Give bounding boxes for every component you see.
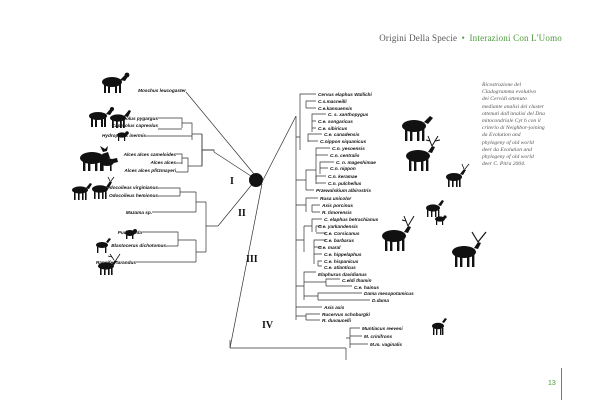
root-node <box>249 173 263 187</box>
taxon-label: C.eldi thamin <box>342 278 372 283</box>
mule-deer-silhouette-icon <box>92 176 115 199</box>
taxon-label: Muntiacus reevesi <box>362 326 403 331</box>
taxon-label: M. crinifrons <box>364 334 393 339</box>
taxon-label: C.e. hispanicus <box>324 259 359 264</box>
taxon-label: R. timorensis <box>322 210 352 215</box>
taxon-label: R. duvaucelli <box>322 318 352 323</box>
left-subtree-edges <box>136 91 255 263</box>
caption-line: phylogeny of old world <box>482 139 534 146</box>
sambar-silhouette-icon <box>426 200 444 217</box>
taxon-label: C.nippon siquanicus <box>320 139 366 144</box>
taxon-label: Moschus leucogaster <box>138 88 187 93</box>
elk-silhouette-icon <box>382 215 415 251</box>
clade-label-1: I <box>230 176 234 187</box>
header-subsection: Interazioni Con L'Uomo <box>469 33 562 43</box>
figure-caption: Ricostruzione del Cladogramma evolutivo … <box>482 82 574 168</box>
caption-line: da Evolution and <box>482 132 521 139</box>
taxon-label: C.n. centralis <box>330 153 360 158</box>
caption-line: ottenuti dall'analisi del Dna <box>482 110 545 117</box>
taxon-label: Rusa unicolor <box>320 196 352 201</box>
roe-deer-silhouette-icon <box>110 110 131 128</box>
taxon-label: C.e. maral <box>318 245 341 250</box>
taxon-label: Rucervus schoburgki <box>322 312 371 317</box>
musk-deer-silhouette-icon <box>102 72 130 93</box>
caption-line: deer da Evolution and <box>482 146 532 153</box>
taxon-label: Mazama sp. <box>126 210 152 215</box>
taxon-label: D.dama <box>372 298 389 303</box>
fallow-deer-silhouette-icon <box>452 231 487 267</box>
taxon-label: Elaphurus davidianus <box>318 272 367 277</box>
sika-deer-silhouette-icon <box>446 163 470 187</box>
taxon-label: Alces alces cameloides <box>123 152 177 157</box>
caption-line: mitocondriale Cyt b con il <box>482 118 541 125</box>
taxon-label: Capreolus pygargus <box>113 116 159 121</box>
taxon-label: Blastocerus dichotomus <box>111 243 166 248</box>
taxon-label: Odocoileus hemionus <box>109 193 158 198</box>
taxon-label: C.e. hainus <box>354 285 379 290</box>
taxon-label: Alces alces pfitzmayeri <box>123 168 176 173</box>
clade-label-2: II <box>238 208 246 219</box>
taxon-label: M.m. vaginalis <box>370 342 402 347</box>
white-tailed-deer-silhouette-icon <box>72 183 92 200</box>
taxon-label: C. elaphus betrachianus <box>324 217 379 222</box>
caption-line: phylogeny of old world <box>482 154 534 161</box>
taxon-label: C.n. keramae <box>328 174 358 179</box>
caption-line: Cladogramma evolutivo <box>482 89 537 96</box>
taxon-label: C.s.macneilli <box>318 99 347 104</box>
marsh-deer-silhouette-icon <box>96 238 111 253</box>
taxon-label: Cervus elaphus Wallichi <box>318 92 373 97</box>
moose-silhouette-icon <box>80 146 110 171</box>
taxon-label: Odocoileus virginianus <box>106 185 158 190</box>
taxon-label: C.e. canadensis <box>324 132 360 137</box>
right-subtree-edges <box>229 93 370 360</box>
water-deer-silhouette-icon <box>117 131 129 141</box>
taxon-label: Axis axis <box>323 305 345 310</box>
header-bullet: • <box>461 33 466 43</box>
taxon-label: C.e. hippelaphus <box>324 252 362 257</box>
taxon-label: C.e. songaricus <box>318 119 353 124</box>
taxon-label: Rangifer tarandus <box>96 260 137 265</box>
taxon-label: Alces alces <box>149 160 176 165</box>
taxon-label: Capreolus capreolus <box>112 123 159 128</box>
caption-line: dei Cervidi ottenuto <box>482 96 527 103</box>
taxon-label: Przewalskium albirostris <box>316 188 371 193</box>
red-deer-silhouette-icon <box>402 116 433 141</box>
taxon-label: C.e.kansuensis <box>318 106 353 111</box>
taxon-label: C. s. xanthopygus <box>328 112 369 117</box>
caption-line: mediante analisi dei cluster <box>482 103 544 110</box>
right-taxa-labels: Cervus elaphus Wallichi C.s.macneilli C.… <box>316 92 414 347</box>
taxon-label: C.n. yesoensis <box>332 146 365 151</box>
taxon-label: C.e. atlanticus <box>324 265 356 270</box>
taxon-label: C.e. yarkandensis <box>318 224 358 229</box>
taxon-label: C.e. sibiricus <box>318 126 348 131</box>
clade-label-3: III <box>246 254 258 265</box>
muntjac-silhouette-icon <box>432 318 447 335</box>
page-rule <box>561 368 562 400</box>
running-header: Origini Della Specie • Interazioni Con L… <box>379 33 562 43</box>
hog-deer-silhouette-icon <box>435 215 447 225</box>
taxon-label: C.e. Corsicanus <box>324 231 360 236</box>
caption-line: criterio di Neighbor-joining <box>482 125 545 132</box>
taxon-label: C. n. mageshimae <box>336 160 376 165</box>
clade-label-4: IV <box>262 320 274 331</box>
roe-deer-silhouette-icon <box>89 107 114 127</box>
stag-silhouette-icon <box>406 135 441 171</box>
caption-line: Ricostruzione del <box>482 82 521 88</box>
page-number: 13 <box>548 380 556 387</box>
taxon-label: C.n. nippon <box>330 166 356 171</box>
taxon-label: C.e. barbarus <box>324 238 354 243</box>
taxon-label: C.n. pulchellus <box>328 181 362 186</box>
taxon-label: Axis porcinus <box>321 203 353 208</box>
pudu-silhouette-icon <box>125 229 137 239</box>
moose-silhouette-icon <box>100 158 118 171</box>
caption-line: deer C. Pitra 2004. <box>482 161 526 168</box>
reindeer-silhouette-icon <box>98 253 121 275</box>
header-section: Origini Della Specie <box>379 33 458 43</box>
taxon-label: Dama mesopotamicus <box>364 291 414 296</box>
